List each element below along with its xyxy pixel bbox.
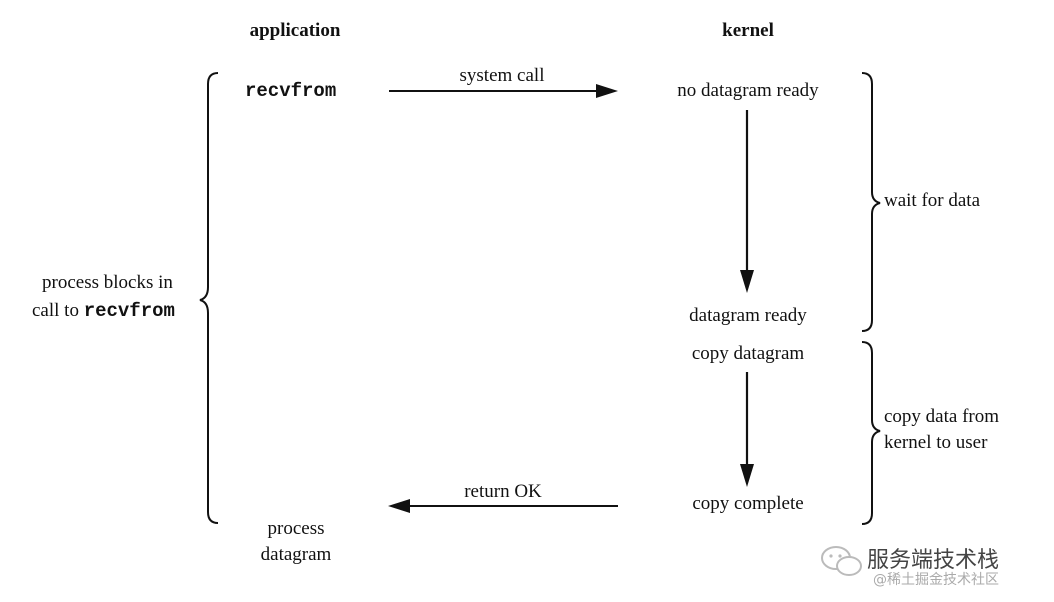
wechat-icon (821, 546, 862, 576)
copy-arrow (740, 372, 754, 487)
copy-complete-label: copy complete (692, 493, 804, 514)
return-ok-label: return OK (464, 481, 542, 502)
watermark: 服务端技术栈 @稀土掘金技术社区 (815, 540, 1045, 595)
process-datagram-line2: datagram (260, 544, 332, 565)
watermark-source: @稀土掘金技术社区 (873, 572, 999, 588)
kernel-header: kernel (722, 20, 774, 41)
recvfrom-code: recvfrom (83, 300, 175, 322)
wait-arrow (740, 110, 754, 293)
process-blocks-brace (199, 72, 219, 524)
copy-data-brace (861, 341, 881, 525)
system-call-arrow (389, 84, 618, 98)
return-ok-arrow (388, 499, 618, 513)
system-call-label: system call (459, 65, 545, 86)
process-blocks-line1: process blocks in (42, 272, 173, 293)
recvfrom-call-label: recvfrom (245, 80, 337, 102)
copy-data-line2: kernel to user (884, 432, 988, 453)
wait-for-data-label: wait for data (884, 190, 981, 211)
copy-data-line1: copy data from (884, 406, 1000, 427)
wait-for-data-brace (861, 72, 881, 332)
process-blocks-line2: call to recvfrom (32, 300, 175, 322)
call-to-text: call to (32, 300, 84, 321)
watermark-channel-name: 服务端技术栈 (867, 548, 1000, 573)
no-datagram-ready-label: no datagram ready (677, 80, 819, 101)
application-header: application (249, 20, 341, 41)
process-datagram-line1: process (267, 518, 325, 539)
copy-datagram-label: copy datagram (691, 343, 805, 364)
datagram-ready-label: datagram ready (689, 305, 807, 326)
